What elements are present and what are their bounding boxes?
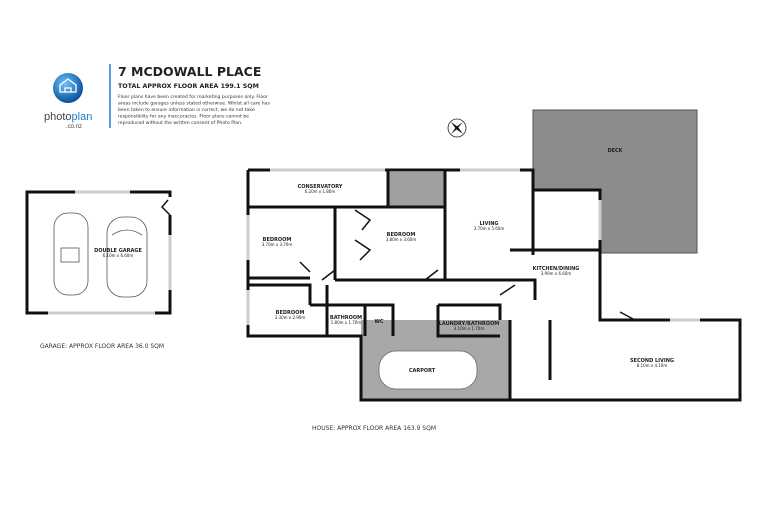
svg-text:SECOND LIVING: SECOND LIVING bbox=[630, 358, 674, 364]
compass-icon bbox=[447, 118, 467, 138]
svg-text:6.10m x 6.60m: 6.10m x 6.60m bbox=[103, 253, 134, 258]
deck bbox=[532, 109, 698, 254]
svg-text:reproduced without the written: reproduced without the written consent o… bbox=[118, 120, 242, 126]
svg-text:responsibility for any inaccur: responsibility for any inaccuracies. Flo… bbox=[118, 114, 249, 120]
svg-text:6.20m x 1.80m: 6.20m x 1.80m bbox=[305, 189, 336, 194]
svg-text:CONSERVATORY: CONSERVATORY bbox=[298, 184, 343, 190]
svg-text:LAUNDRY/BATHROOM: LAUNDRY/BATHROOM bbox=[439, 321, 500, 327]
svg-text:been taken to ensure informati: been taken to ensure information is corr… bbox=[118, 107, 255, 113]
svg-text:DECK: DECK bbox=[607, 148, 623, 154]
garage-area: GARAGE: APPROX FLOOR AREA 36.0 SQM bbox=[40, 343, 164, 350]
svg-text:3.90m x 6.60m: 3.90m x 6.60m bbox=[541, 271, 572, 276]
svg-text:LIVING: LIVING bbox=[479, 221, 498, 227]
svg-text:BATHROOM: BATHROOM bbox=[330, 315, 362, 321]
svg-text:8.10m x 4.10m: 8.10m x 4.10m bbox=[637, 363, 668, 368]
total-area: TOTAL APPROX FLOOR AREA 199.1 SQM bbox=[118, 83, 259, 90]
house-walls bbox=[246, 168, 742, 402]
svg-text:BEDROOM: BEDROOM bbox=[387, 232, 416, 238]
svg-text:photoplan: photoplan bbox=[44, 111, 92, 123]
svg-text:DOUBLE GARAGE: DOUBLE GARAGE bbox=[94, 248, 142, 254]
svg-text:CARPORT: CARPORT bbox=[409, 368, 436, 374]
svg-text:WC: WC bbox=[374, 319, 384, 325]
page-title: 7 MCDOWALL PLACE bbox=[118, 64, 261, 79]
svg-text:KITCHEN/DINING: KITCHEN/DINING bbox=[533, 266, 580, 272]
svg-text:.co.nz: .co.nz bbox=[66, 124, 82, 130]
svg-text:3.80m x 3.60m: 3.80m x 3.60m bbox=[386, 237, 417, 242]
house-area: HOUSE: APPROX FLOOR AREA 163.9 SQM bbox=[312, 425, 436, 432]
svg-text:areas include garages unless s: areas include garages unless stated othe… bbox=[118, 101, 270, 107]
car-icon bbox=[378, 350, 478, 390]
svg-text:BEDROOM: BEDROOM bbox=[263, 237, 292, 243]
svg-text:1.80m x 1.70m: 1.80m x 1.70m bbox=[331, 320, 362, 325]
car-icon bbox=[53, 212, 148, 298]
entry-area bbox=[388, 172, 445, 207]
svg-text:3.10m x 1.70m: 3.10m x 1.70m bbox=[454, 326, 485, 331]
svg-text:BEDROOM: BEDROOM bbox=[276, 310, 305, 316]
svg-text:3.70m x 5.60m: 3.70m x 5.60m bbox=[474, 226, 505, 231]
garage: DOUBLE GARAGE 6.10m x 6.60m bbox=[25, 190, 172, 315]
svg-text:3.30m x 2.90m: 3.30m x 2.90m bbox=[275, 315, 306, 320]
svg-text:Floor plans have been created: Floor plans have been created for market… bbox=[118, 94, 268, 100]
disclaimer: Floor plans have been created for market… bbox=[118, 94, 270, 126]
photoplan-logo: photoplan .co.nz bbox=[44, 73, 92, 130]
svg-text:3.70m x 3.70m: 3.70m x 3.70m bbox=[262, 242, 293, 247]
